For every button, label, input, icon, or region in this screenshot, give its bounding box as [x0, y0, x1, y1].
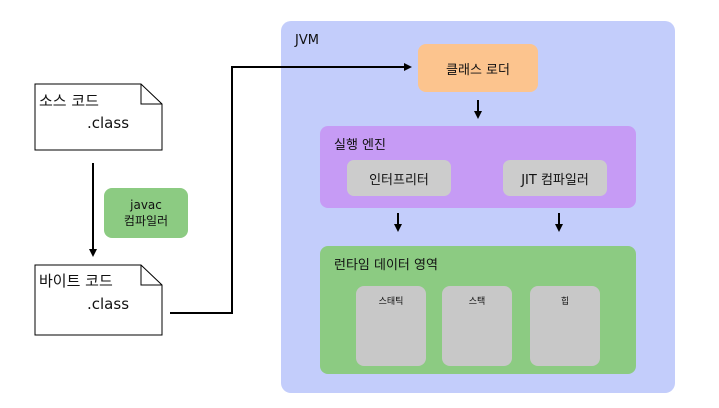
- bytecode-title: 바이트 코드: [39, 272, 113, 290]
- javac-label: javac: [130, 198, 162, 212]
- compiler-label: 컴파일러: [123, 214, 169, 228]
- interpreter-box: 인터프리터: [347, 160, 451, 196]
- class-loader-box: 클래스 로더: [418, 44, 538, 92]
- load-arrow: [170, 63, 412, 314]
- jit-compiler-box: JIT 컴파일러: [503, 160, 607, 196]
- source-code-extension: .class: [87, 114, 130, 132]
- source-document-fold: [140, 84, 162, 105]
- static-area-label: 스태틱: [378, 297, 404, 307]
- stack-area-label: 스택: [468, 297, 486, 307]
- stack-area-box: 스택: [442, 286, 512, 366]
- jvm-label: JVM: [295, 33, 319, 48]
- execution-engine-label: 실행 엔진: [334, 138, 386, 153]
- javac-compiler-box: javac 컴파일러: [104, 188, 188, 238]
- heap-area-box: 힙: [530, 286, 600, 366]
- source-code-title: 소스 코드: [39, 92, 99, 110]
- runtime-data-area-label: 런타임 데이터 영역: [334, 258, 438, 273]
- heap-area-label: 힙: [560, 297, 570, 307]
- interpreter-label: 인터프리터: [369, 172, 429, 188]
- bytecode-document-shape: [34, 264, 163, 336]
- static-area-box: 스태틱: [356, 286, 426, 366]
- class-loader-label: 클래스 로더: [446, 62, 510, 78]
- bytecode-extension: .class: [87, 295, 130, 313]
- source-document-shape: [34, 83, 163, 151]
- bytecode-document-fold: [140, 265, 162, 286]
- jit-compiler-label: JIT 컴파일러: [521, 172, 589, 188]
